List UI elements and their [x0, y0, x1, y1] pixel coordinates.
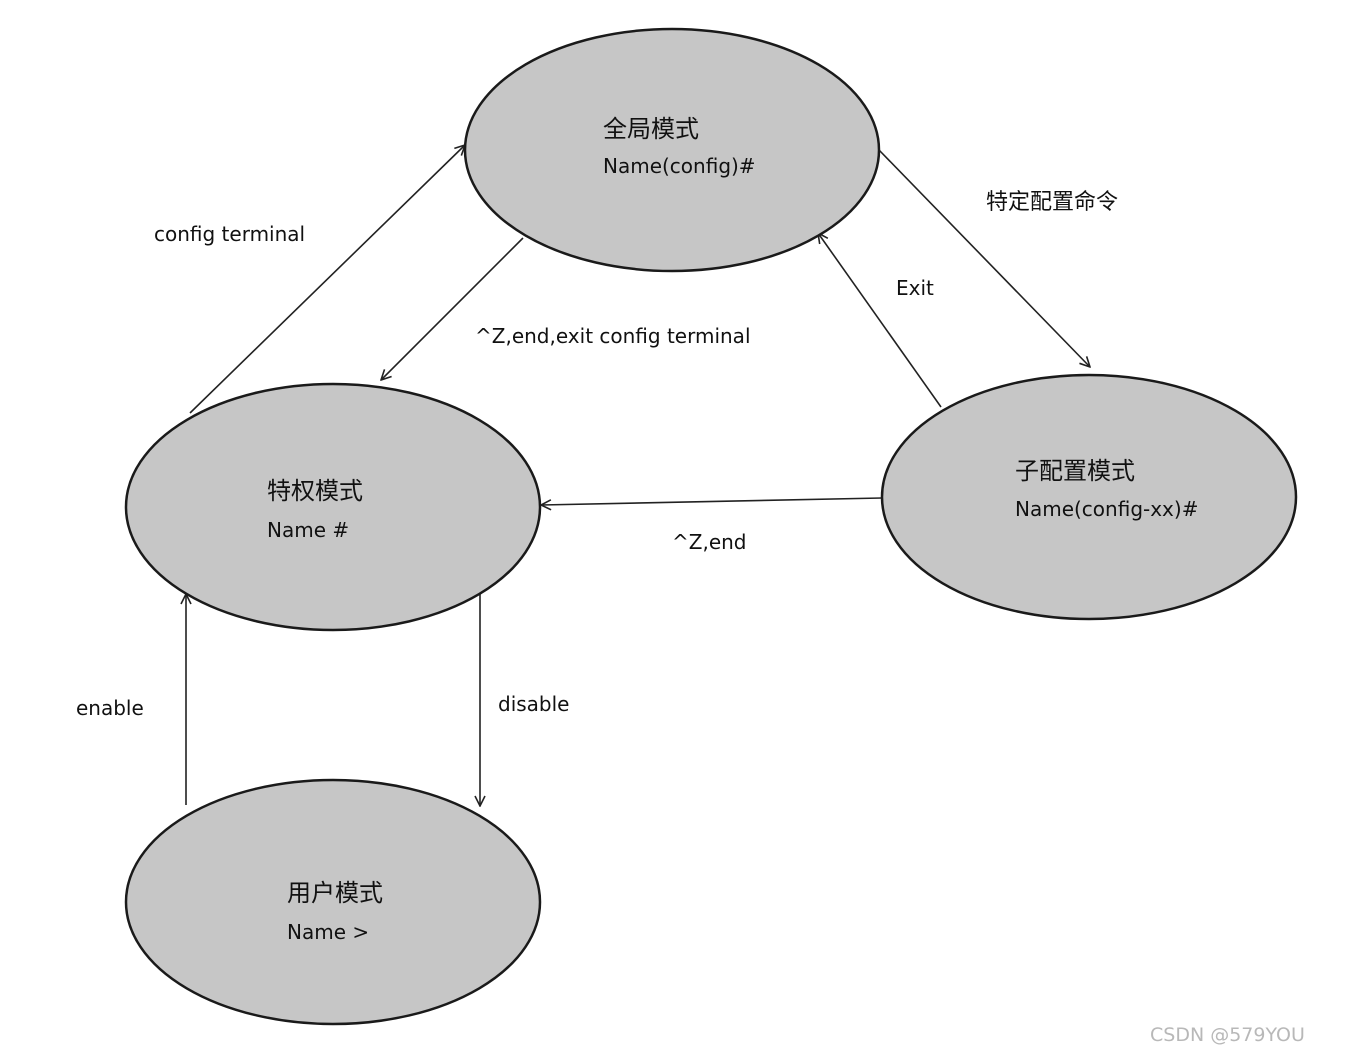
edge-exit	[818, 233, 942, 408]
node-subconfig-mode: 子配置模式 Name(config-xx)#	[880, 373, 1298, 621]
label-config-terminal: config terminal	[154, 222, 305, 246]
node-global-title: 全局模式	[603, 115, 699, 143]
watermark-text: CSDN @579YOU	[1150, 1024, 1305, 1046]
node-user-mode: 用户模式 Name >	[124, 778, 542, 1026]
node-privileged-mode: 特权模式 Name #	[124, 382, 542, 632]
node-subconfig-prompt: Name(config-xx)#	[1015, 497, 1198, 521]
node-global-ellipse	[463, 27, 881, 273]
label-specific-command: 特定配置命令	[986, 190, 1118, 215]
edge-specific-command	[878, 149, 1090, 367]
node-privileged-ellipse	[124, 382, 542, 632]
node-user-ellipse	[124, 778, 542, 1026]
node-privileged-prompt: Name #	[267, 518, 349, 542]
label-z-end: ^Z,end	[672, 530, 747, 554]
node-subconfig-ellipse	[880, 373, 1298, 621]
edges	[186, 145, 1090, 806]
label-enable: enable	[76, 696, 144, 720]
edge-exit-config	[381, 237, 524, 380]
node-privileged-title: 特权模式	[267, 477, 363, 505]
node-user-prompt: Name >	[287, 920, 369, 944]
label-disable: disable	[498, 692, 569, 716]
label-exit: Exit	[896, 276, 934, 300]
node-user-title: 用户模式	[287, 879, 383, 907]
node-global-prompt: Name(config)#	[603, 154, 756, 178]
node-subconfig-title: 子配置模式	[1015, 457, 1135, 485]
label-exit-config: ^Z,end,exit config terminal	[475, 324, 751, 348]
edge-z-end	[541, 497, 883, 505]
edge-config-terminal	[189, 145, 465, 414]
node-global-mode: 全局模式 Name(config)#	[463, 27, 881, 273]
